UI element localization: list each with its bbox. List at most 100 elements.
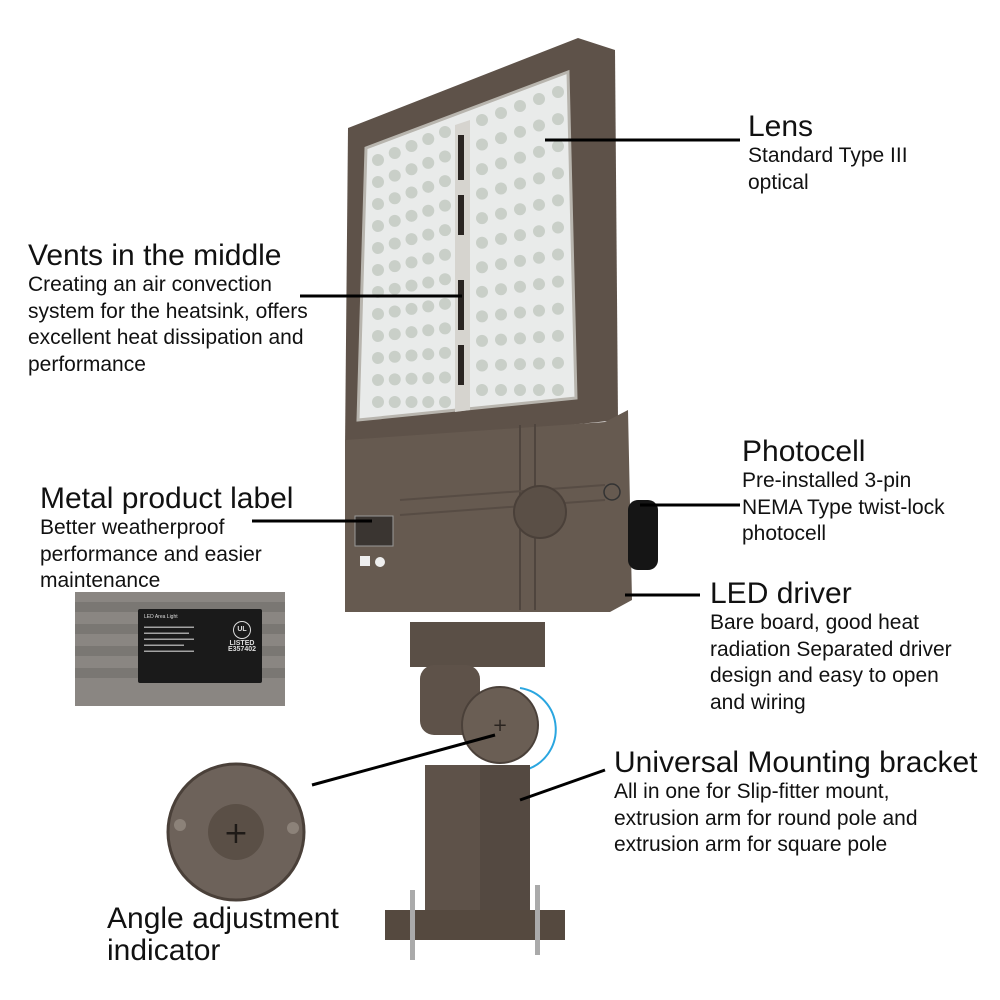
led-chip xyxy=(372,308,384,320)
driver-housing xyxy=(345,410,632,612)
indicator-arc xyxy=(519,687,557,771)
callout-body: extrusion arm for square pole xyxy=(614,833,888,856)
led-chip xyxy=(514,203,526,216)
led-chip xyxy=(388,328,401,341)
angle-adjustment-dial xyxy=(461,686,539,764)
led-chip xyxy=(552,356,564,369)
led-chip xyxy=(405,372,418,385)
led-chip xyxy=(422,276,435,289)
led-chip xyxy=(495,308,507,321)
led-chip xyxy=(514,100,526,112)
led-chip xyxy=(495,157,507,170)
led-chip xyxy=(476,163,488,176)
led-chip xyxy=(372,352,384,364)
led-chip xyxy=(388,373,401,386)
led-chip xyxy=(552,329,564,342)
led-chip xyxy=(439,273,451,286)
callout-body: extrusion arm for round pole and xyxy=(614,806,918,830)
led-chip xyxy=(372,220,384,232)
led-chip xyxy=(514,358,526,371)
led-chip xyxy=(552,221,564,234)
led-chip xyxy=(533,172,545,185)
led-chip xyxy=(405,186,418,199)
led-chip xyxy=(476,138,488,151)
center-vent-strip xyxy=(455,120,470,412)
callout-title: Angle adjustment xyxy=(107,902,339,935)
callout-body: Pre-installed 3-pin xyxy=(742,469,912,492)
led-chip xyxy=(422,228,435,241)
led-chip xyxy=(388,192,401,205)
led-chip xyxy=(476,334,488,347)
callout-body: performance xyxy=(28,352,146,376)
led-chip xyxy=(514,384,526,396)
callout-vents: Vents in the middle Creating an air conv… xyxy=(28,240,308,378)
led-chip xyxy=(476,236,488,249)
led-chip xyxy=(372,374,384,386)
callout-angle-indicator: Angle adjustment indicator xyxy=(107,903,339,967)
led-chip xyxy=(372,330,384,342)
led-chip xyxy=(439,199,451,212)
led-chip xyxy=(422,324,435,337)
led-chip xyxy=(552,113,564,126)
led-chip xyxy=(388,214,401,227)
led-chip xyxy=(514,254,526,267)
led-chip xyxy=(514,177,526,190)
led-chip xyxy=(439,322,451,335)
led-chip xyxy=(388,147,401,159)
callout-title: Vents in the middle xyxy=(28,239,282,272)
led-chip xyxy=(388,396,401,408)
led-chip xyxy=(405,326,418,339)
led-chip xyxy=(388,350,401,363)
led-chip xyxy=(422,300,435,313)
led-chip xyxy=(552,302,564,315)
led-chip xyxy=(552,384,564,396)
led-chip xyxy=(514,306,526,319)
led-chip xyxy=(533,225,545,238)
knuckle-upper xyxy=(410,622,545,667)
led-chip xyxy=(422,396,435,408)
led-chip xyxy=(439,126,451,138)
led-chip xyxy=(495,283,507,296)
metal-product-label xyxy=(354,515,394,547)
led-chip xyxy=(533,384,545,396)
led-chip xyxy=(495,333,507,346)
label-closeup-photo: LED Area Light ▬▬▬▬▬▬▬▬▬▬▬▬▬▬▬▬▬▬▬▬▬▬▬▬▬… xyxy=(75,592,285,706)
callout-mounting-bracket: Universal Mounting bracket All in one fo… xyxy=(614,747,978,859)
led-chip xyxy=(495,132,507,145)
led-chip xyxy=(552,194,564,207)
led-chip xyxy=(372,396,384,408)
callout-metal-label: Metal product label Better weatherproof … xyxy=(40,483,293,595)
led-chip xyxy=(422,372,435,385)
led-chip xyxy=(405,349,418,362)
led-chip xyxy=(405,302,418,315)
callout-body: All in one for Slip-fitter mount, xyxy=(614,780,890,803)
led-chip xyxy=(439,371,451,384)
vent-slot xyxy=(458,280,464,330)
led-chip xyxy=(372,242,384,254)
led-chip xyxy=(552,275,564,288)
led-chip xyxy=(552,167,564,180)
callout-title: Lens xyxy=(748,110,814,143)
led-chip xyxy=(514,125,526,138)
led-chip xyxy=(533,304,545,317)
led-chip xyxy=(476,212,488,225)
led-chip xyxy=(422,156,435,169)
led-chip xyxy=(533,278,545,291)
callout-title: Metal product label xyxy=(40,482,294,515)
led-chip xyxy=(495,107,507,119)
svg-text:+: + xyxy=(492,715,507,736)
callout-body: design and easy to open xyxy=(710,664,939,687)
led-chip xyxy=(533,251,545,264)
led-chip xyxy=(422,252,435,265)
callout-photocell: Photocell Pre-installed 3-pin NEMA Type … xyxy=(742,436,945,548)
label-heading: LED Area Light xyxy=(144,614,178,620)
led-chip xyxy=(533,198,545,211)
led-chip xyxy=(552,86,564,98)
led-chip xyxy=(405,279,418,292)
callout-body: maintenance xyxy=(40,569,161,592)
led-chip xyxy=(439,297,451,310)
callout-led-driver: LED driver Bare board, good heat radiati… xyxy=(710,578,952,716)
led-chip xyxy=(439,346,451,359)
led-chip xyxy=(405,140,418,152)
